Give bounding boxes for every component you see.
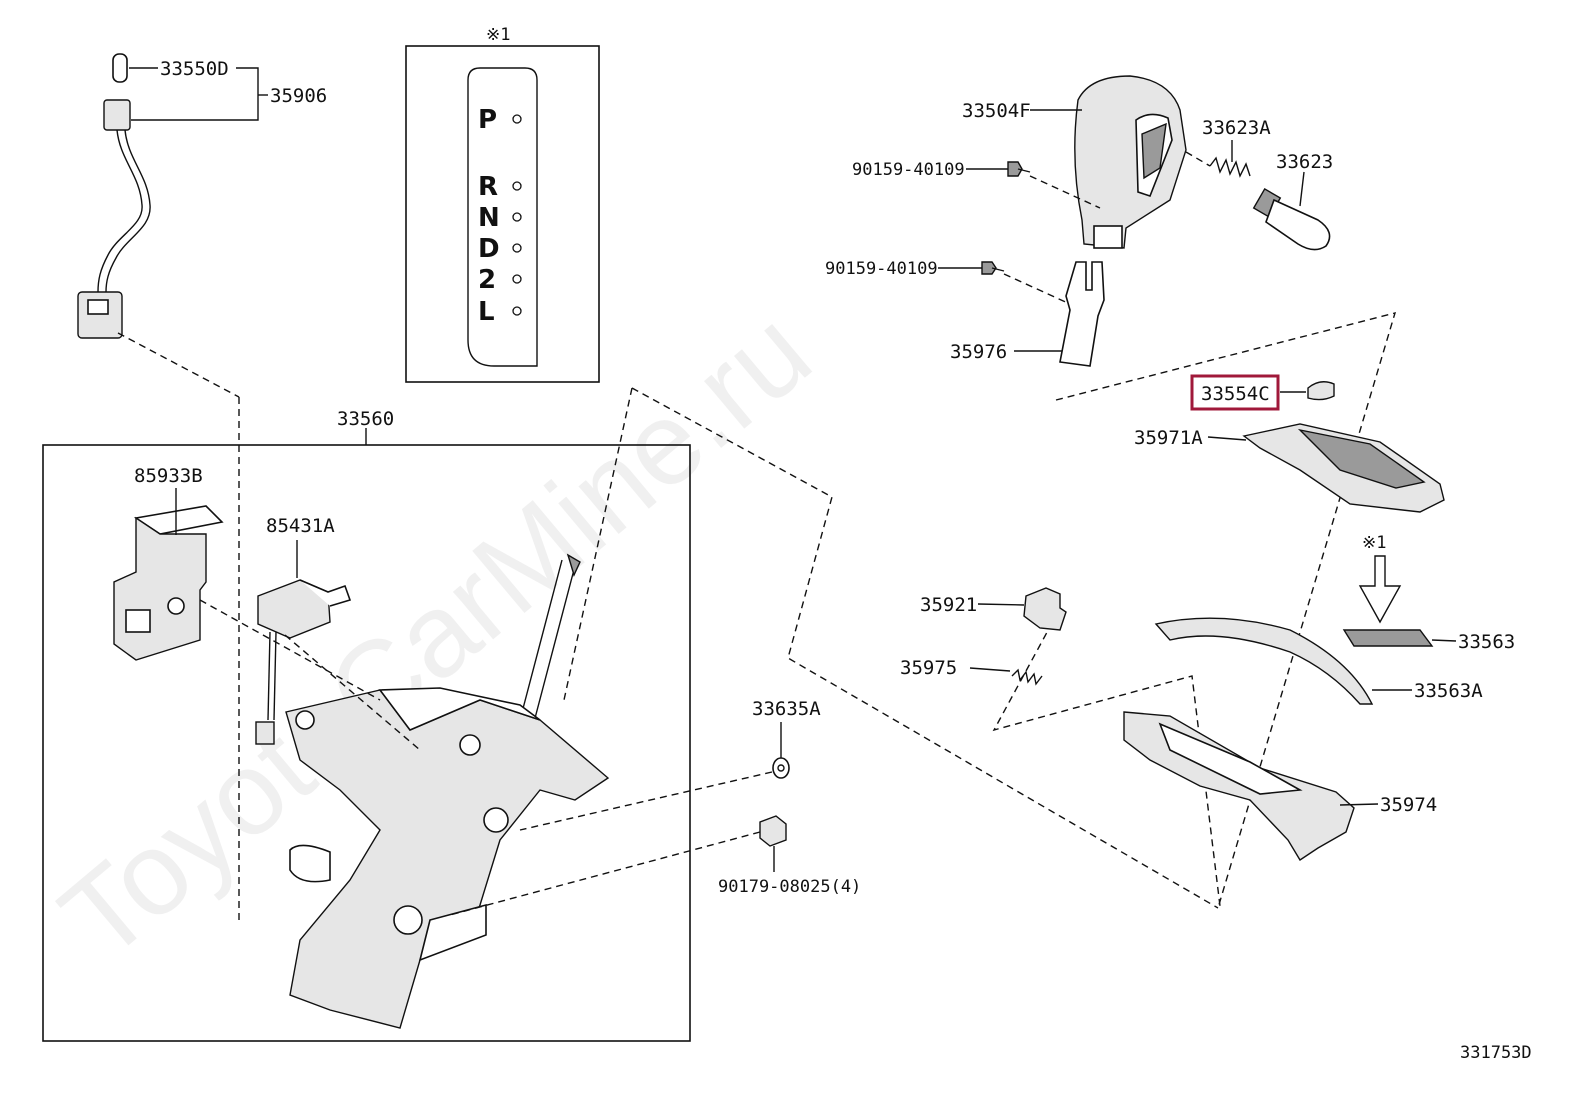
lock-33563-illustration bbox=[977, 587, 1067, 631]
part-label-33623[interactable]: 33623 bbox=[1276, 151, 1333, 173]
assembly-dashed-guide-right bbox=[1055, 312, 1397, 909]
screw-90159-top-illustration bbox=[966, 161, 1101, 209]
gate-detent-dot bbox=[512, 306, 522, 316]
spring-33563A-illustration bbox=[969, 667, 1043, 686]
shift-knob-33504F-illustration bbox=[1030, 75, 1187, 249]
note-arrow-illustration bbox=[1358, 555, 1402, 624]
nut-90179-illustration bbox=[449, 815, 787, 916]
note-mark-top: ※1 bbox=[486, 25, 510, 45]
gate-detent-dot bbox=[512, 243, 522, 253]
housing-35971A-illustration bbox=[1207, 423, 1445, 513]
clip-33554C-illustration bbox=[1280, 381, 1335, 401]
slide-cover-35975-illustration bbox=[1154, 617, 1412, 705]
solenoid-85431A-illustration bbox=[255, 540, 352, 745]
part-label-33635A[interactable]: 33635A bbox=[752, 698, 821, 720]
part-label-35976[interactable]: 35976 bbox=[950, 341, 1007, 363]
part-label-35975[interactable]: 33563A bbox=[1414, 680, 1483, 702]
part-label-33560[interactable]: 33560 bbox=[337, 408, 394, 430]
part-label-35906[interactable]: 35906 bbox=[270, 85, 327, 107]
part-label-85933B[interactable]: 85933B bbox=[134, 465, 203, 487]
bulb-33623-illustration bbox=[1252, 171, 1331, 251]
gate-letter-p: P bbox=[478, 105, 497, 135]
shift-lever-base-illustration bbox=[199, 553, 610, 1029]
note-mark-right: ※1 bbox=[1362, 533, 1386, 553]
gate-letter-n: N bbox=[478, 203, 500, 233]
part-label-33550D[interactable]: 33550D bbox=[160, 58, 229, 80]
part-label-35971A[interactable]: 35971A bbox=[1134, 427, 1203, 449]
indicator-bulb-wire-illustration bbox=[77, 53, 268, 920]
gate-letter-d: D bbox=[478, 234, 500, 264]
part-label-90179-08025[interactable]: 90179-08025(4) bbox=[718, 877, 861, 897]
assembly-dashed-guide-center bbox=[631, 387, 1219, 909]
reference-code: 331753D bbox=[1460, 1043, 1532, 1063]
shift-gate-indicator bbox=[405, 45, 600, 383]
part-label-90159-40109-top[interactable]: 90159-40109 bbox=[852, 160, 965, 180]
part-label-35921[interactable]: 33563 bbox=[1458, 631, 1515, 653]
base-35974-illustration bbox=[1123, 711, 1379, 861]
gate-detent-dot bbox=[512, 212, 522, 222]
part-label-33563A[interactable]: 35975 bbox=[900, 657, 957, 679]
part-label-85431A[interactable]: 85431A bbox=[266, 515, 335, 537]
rod-35976-illustration bbox=[1014, 261, 1105, 367]
part-label-33504F[interactable]: 33504F bbox=[962, 100, 1031, 122]
part-label-33554C[interactable]: 33554C bbox=[1201, 383, 1270, 405]
spring-33623A-illustration bbox=[1185, 140, 1251, 178]
highlight-box-33554C bbox=[1190, 374, 1280, 411]
bushing-33635A-illustration bbox=[519, 722, 790, 831]
gate-detent-dot bbox=[512, 274, 522, 284]
part-label-90159-40109-lower[interactable]: 90159-40109 bbox=[825, 259, 938, 279]
gate-letter-l: L bbox=[478, 297, 495, 327]
gate-detent-dot bbox=[512, 114, 522, 124]
part-label-33563[interactable]: 35921 bbox=[920, 594, 977, 616]
gate-letter-r: R bbox=[478, 172, 498, 202]
plate-35921-illustration bbox=[1342, 629, 1457, 647]
gate-detent-dot bbox=[512, 181, 522, 191]
part-label-35974[interactable]: 35974 bbox=[1380, 794, 1437, 816]
gate-letter-2: 2 bbox=[478, 265, 496, 295]
part-label-33623A[interactable]: 33623A bbox=[1202, 117, 1271, 139]
bracket-85933B-illustration bbox=[113, 488, 224, 661]
screw-90159-lower-illustration bbox=[938, 261, 1071, 305]
